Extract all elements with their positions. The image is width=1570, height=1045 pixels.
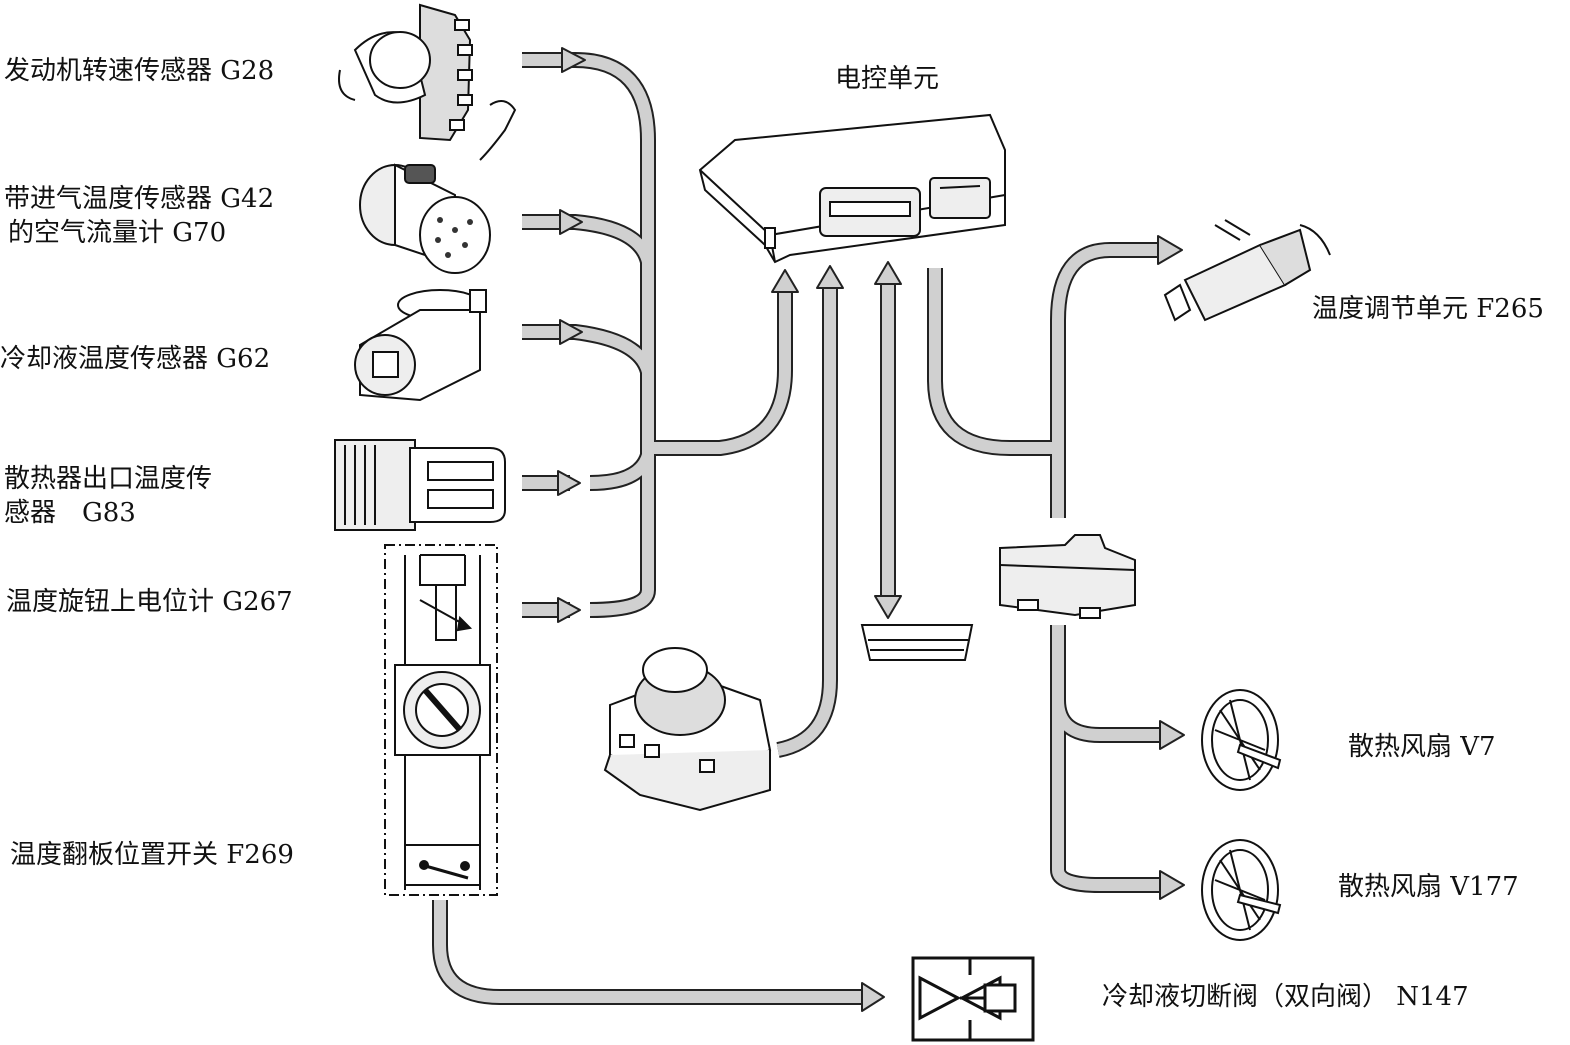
label-knob-potentiometer: 温度旋钮上电位计 G267 bbox=[6, 587, 293, 617]
temp-regulator-icon bbox=[1163, 219, 1331, 322]
coolant-temp-sensor-icon bbox=[354, 289, 487, 402]
label-flap-position-switch: 温度翻板位置开关 F269 bbox=[10, 840, 294, 870]
engine-speed-sensor-icon bbox=[338, 3, 517, 161]
fan-v7-icon bbox=[1201, 689, 1282, 791]
signal-lines bbox=[432, 47, 1185, 1012]
label-fan-v177: 散热风扇 V177 bbox=[1338, 872, 1519, 902]
fan-v177-icon bbox=[1201, 839, 1282, 941]
label-coolant-temp-sensor: 冷却液温度传感器 G62 bbox=[0, 344, 271, 374]
air-flow-meter-icon bbox=[359, 163, 491, 274]
diagnostic-connector-icon bbox=[860, 624, 974, 661]
radiator-outlet-sensor-icon bbox=[334, 439, 506, 531]
label-shutoff-valve: 冷却液切断阀（双向阀） N147 bbox=[1102, 982, 1469, 1012]
fan-control-module-icon bbox=[999, 534, 1136, 619]
ecu-label: 电控单元 bbox=[835, 64, 940, 94]
label-air-flow-meter-line1: 带进气温度传感器 G42 bbox=[4, 184, 275, 214]
label-fan-v7: 散热风扇 V7 bbox=[1348, 732, 1496, 762]
label-air-flow-meter-line2: 的空气流量计 G70 bbox=[8, 218, 227, 248]
label-radiator-outlet-sensor: 散热器出口温度传 感器 G83 bbox=[4, 462, 212, 530]
shutoff-valve-icon bbox=[911, 956, 1035, 1042]
label-radiator-outlet-line1: 散热器出口温度传 bbox=[4, 464, 213, 494]
actuator-motor-icon bbox=[603, 647, 772, 812]
label-air-flow-meter: 带进气温度传感器 G42 的空气流量计 G70 bbox=[4, 182, 274, 250]
label-temp-regulator: 温度调节单元 F265 bbox=[1312, 294, 1544, 324]
potentiometer-switch-assembly-icon bbox=[384, 544, 498, 896]
ecu-unit bbox=[698, 113, 1006, 264]
label-radiator-outlet-line2: 感器 G83 bbox=[4, 498, 136, 528]
label-engine-speed-sensor: 发动机转速传感器 G28 bbox=[4, 56, 275, 86]
